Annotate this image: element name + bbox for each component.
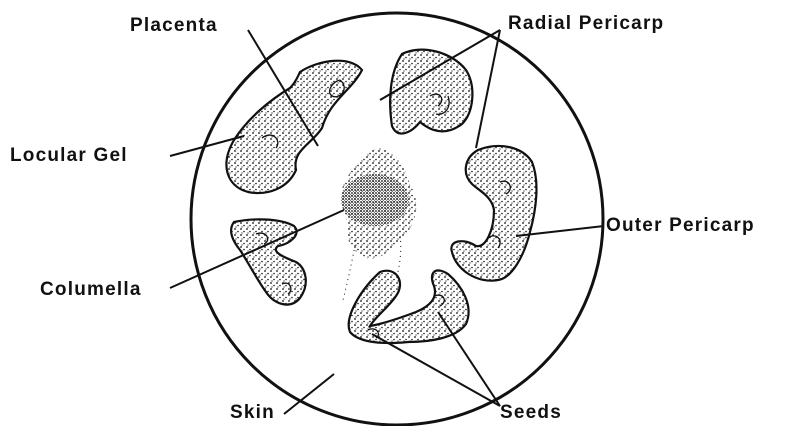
- locule-right: [451, 146, 536, 281]
- leader-radial-pericarp-2: [476, 30, 500, 148]
- label-seeds: Seeds: [500, 403, 562, 422]
- leader-seeds-2: [438, 312, 500, 406]
- label-skin: Skin: [230, 403, 275, 422]
- label-locular-gel: Locular Gel: [10, 146, 128, 165]
- label-radial-pericarp: Radial Pericarp: [508, 14, 664, 33]
- label-outer-pericarp: Outer Pericarp: [606, 216, 755, 235]
- label-placenta: Placenta: [130, 16, 218, 35]
- locule-upper-left: [226, 61, 362, 193]
- label-columella: Columella: [40, 280, 142, 299]
- locule-upper-right: [390, 50, 472, 134]
- leader-skin: [284, 374, 334, 414]
- leader-seeds-1: [372, 334, 500, 406]
